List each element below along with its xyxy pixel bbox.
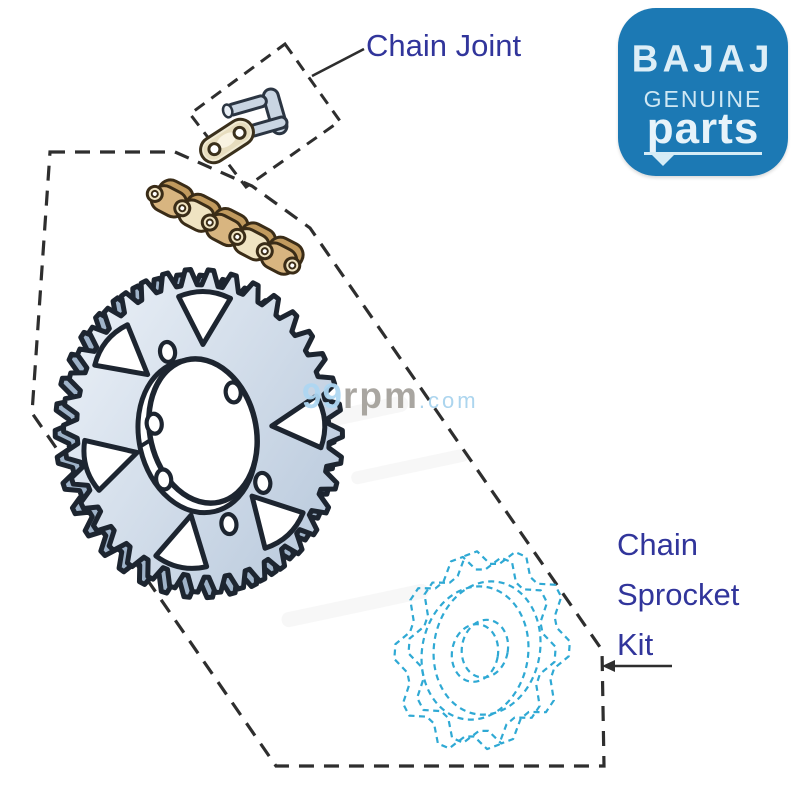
logo-parts-text: parts — [646, 104, 760, 153]
logo-brand-text: BAJAJ — [631, 37, 774, 81]
kit-label-line1: Chain — [617, 527, 698, 562]
bajaj-genuine-parts-logo: BAJAJ GENUINE parts — [618, 8, 788, 176]
watermark-num: 99 — [302, 377, 343, 416]
chain-joint-box — [187, 41, 343, 190]
kit-boundary-outline — [30, 150, 606, 768]
kit-label-line2: Sprocket — [617, 577, 740, 612]
drive-chain — [145, 178, 305, 276]
watermark-mid: rpm — [342, 375, 419, 416]
logo-underline — [644, 152, 762, 166]
logo-down-arrow-icon — [652, 155, 674, 166]
watermark-tld: .com — [418, 388, 479, 413]
kit-label-line3: Kit — [617, 627, 654, 662]
chain-joint-leader-line — [311, 47, 365, 78]
front-sprocket-hidden — [393, 550, 571, 751]
chain-sprocket-kit-label: Chain Sprocket Kit — [617, 520, 739, 670]
chain-joint-parts — [199, 87, 289, 165]
logo-genuine-text: GENUINE — [643, 86, 763, 112]
rear-sprocket — [52, 267, 345, 601]
kit-leader-arrowhead — [602, 660, 615, 672]
chain-joint-label: Chain Joint — [366, 28, 522, 63]
